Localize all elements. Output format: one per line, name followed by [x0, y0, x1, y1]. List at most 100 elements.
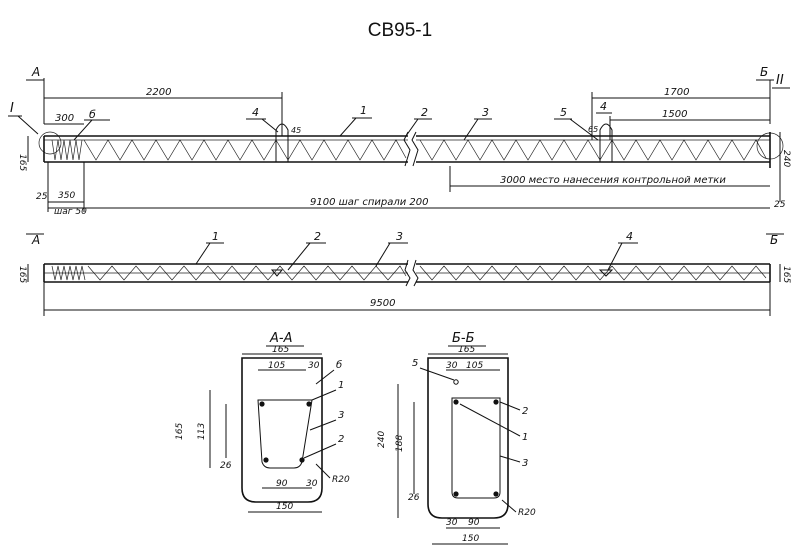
dim-65: 65	[588, 125, 598, 134]
leader-line	[419, 367, 455, 381]
node-mark-two: II	[776, 73, 784, 88]
leader-line	[303, 443, 337, 459]
leader-line	[607, 242, 623, 271]
leader-line	[309, 419, 337, 431]
aa-w105: 105	[268, 361, 285, 371]
bb-callout-5: 5	[412, 358, 418, 369]
leader-line	[375, 242, 391, 267]
aa-h26: 26	[220, 461, 232, 471]
leader-line	[315, 463, 331, 479]
aa-b150: 150	[276, 502, 293, 512]
rebar-dot	[299, 457, 305, 463]
section-bb: Б-Б 165 30 105 240 188 26 30 90 150 R20 …	[377, 331, 536, 545]
break-mark	[404, 259, 411, 287]
section-bb-stirrup	[451, 397, 501, 499]
section-bb-label: Б-Б	[452, 331, 475, 346]
bb-callout-1: 1	[522, 432, 528, 443]
aa-h113: 113	[197, 423, 207, 440]
bb-h240: 240	[377, 431, 387, 448]
spiral-right	[419, 139, 767, 161]
leader-line	[459, 403, 521, 437]
aa-w30: 30	[308, 361, 320, 371]
dim-165-plan-right: 165	[781, 266, 791, 283]
callout-3: 3	[482, 106, 489, 119]
rebar-dot	[453, 399, 459, 405]
aa-r20: R20	[332, 475, 350, 485]
elevation-view: А Б I II 2200 1700 1500 300	[8, 65, 791, 217]
dim-25-left: 25	[36, 192, 48, 202]
leader-line	[73, 119, 93, 141]
loop-mark-right	[598, 269, 614, 277]
break-mark	[403, 131, 411, 167]
dim-240-elev: 240	[781, 150, 791, 167]
spiral-left	[83, 139, 407, 161]
aa-callout-1: 1	[338, 380, 344, 391]
callout-1: 1	[360, 104, 367, 117]
bb-h26: 26	[408, 493, 420, 503]
leader-line	[195, 242, 211, 265]
section-aa-stirrup	[257, 399, 313, 469]
plan-spiral-left	[87, 265, 407, 281]
dim-300: 300	[55, 113, 74, 124]
rebar-dot	[453, 491, 459, 497]
section-aa-outline	[241, 357, 323, 503]
aa-b90: 90	[276, 479, 288, 489]
leader-line	[499, 455, 521, 463]
leader-line	[311, 389, 337, 401]
bb-h188: 188	[395, 435, 405, 452]
aa-h165: 165	[175, 423, 185, 440]
plan-spiral-right	[419, 265, 767, 281]
plan-callout-3: 3	[396, 230, 403, 243]
aa-b30: 30	[306, 479, 318, 489]
dim-45: 45	[291, 126, 301, 135]
dim-9100: 9100 шаг спирали 200	[310, 197, 429, 208]
dim-165-plan-left: 165	[17, 266, 27, 283]
leader-line	[339, 117, 357, 137]
rebar-dot	[306, 401, 312, 407]
callout-4a: 4	[252, 106, 259, 119]
section-bb-outline	[427, 357, 509, 519]
rebar-dot	[263, 457, 269, 463]
leader-line	[17, 115, 39, 135]
dim-3000: 3000 место нанесения контрольной метки	[500, 175, 726, 186]
bb-b150: 150	[462, 534, 479, 544]
loop-mark-left	[270, 269, 284, 277]
rebar-dot	[493, 399, 499, 405]
leader-line	[287, 242, 311, 271]
bb-w105: 105	[466, 361, 483, 371]
section-mark-a-bottom: А	[31, 233, 40, 247]
node-circle-one	[38, 131, 62, 155]
aa-callout-3: 3	[338, 410, 344, 421]
callout-6: б	[89, 108, 96, 121]
bb-b90: 90	[468, 518, 480, 528]
leader-line	[463, 118, 479, 141]
dim-165-elev: 165	[17, 154, 27, 171]
leader-line	[499, 401, 521, 411]
bb-w30: 30	[446, 361, 458, 371]
aa-w165: 165	[272, 345, 289, 355]
break-mark	[412, 259, 419, 287]
dim-9500: 9500	[370, 298, 395, 309]
dim-1500: 1500	[662, 109, 687, 120]
dim-350: 350	[58, 191, 75, 201]
dim-1700: 1700	[664, 87, 689, 98]
lifting-loop-right	[599, 123, 613, 162]
callout-4b: 4	[600, 100, 607, 113]
plan-view: А Б 1 2 3 4 165 165	[17, 230, 791, 316]
section-mark-b-bottom: Б	[770, 233, 778, 247]
node-mark-one: I	[10, 101, 14, 116]
section-mark-a-top: А	[31, 65, 40, 79]
callout-2: 2	[421, 106, 428, 119]
leader-line	[315, 369, 335, 385]
leader-line	[405, 118, 419, 137]
drawing-title: СВ95-1	[367, 20, 433, 41]
spiral-dense	[51, 139, 83, 161]
plan-callout-2: 2	[314, 230, 321, 243]
section-aa: А-А 165 105 30 165 113 26 90 30 150 R20 …	[175, 331, 350, 513]
break-mark	[411, 131, 419, 167]
rebar-dot	[493, 491, 499, 497]
plan-callout-4: 4	[626, 230, 633, 243]
loop-dot	[453, 379, 459, 385]
leader-line	[261, 118, 279, 133]
